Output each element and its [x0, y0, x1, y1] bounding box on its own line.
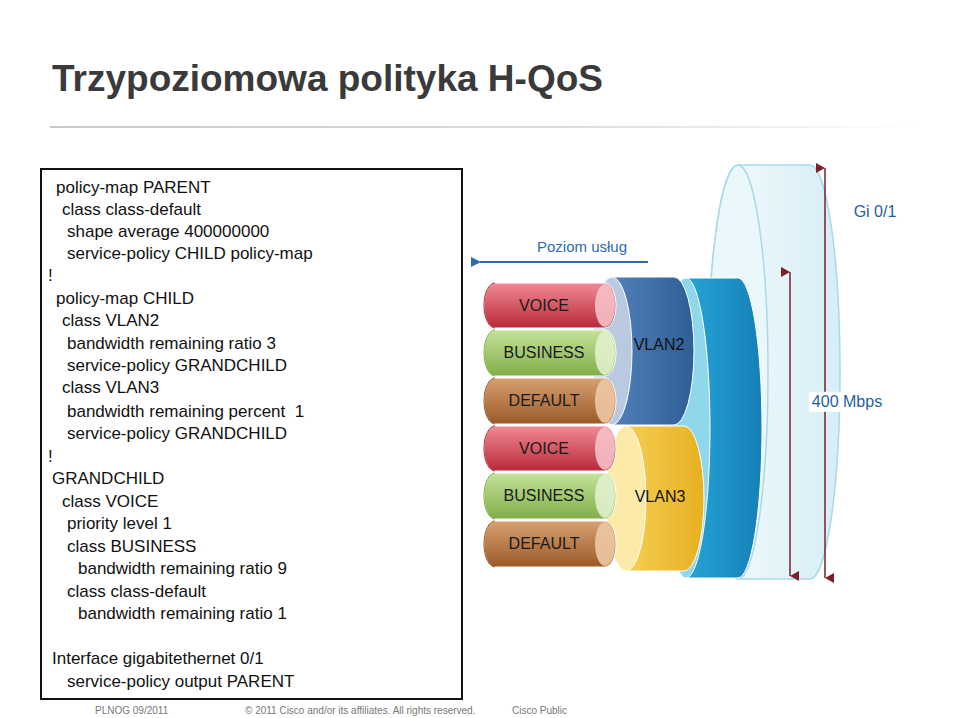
config-line: bandwidth remaining ratio 9 — [78, 559, 287, 579]
default-class-cylinder: DEFAULT — [484, 377, 616, 425]
voice-class-cylinder: VOICE — [484, 282, 616, 329]
title-underline — [50, 126, 920, 128]
class-name: BUSINESS — [504, 344, 585, 362]
config-line: GRANDCHILD — [52, 469, 164, 489]
bandwidth-dimension: 400 Mbps — [809, 392, 885, 412]
config-line: bandwidth remaining ratio 1 — [78, 604, 287, 624]
slide-title: Trzypoziomowa polityka H-QoS — [52, 58, 603, 101]
footer-classification: Cisco Public — [512, 705, 567, 717]
business-class-cylinder: BUSINESS — [484, 472, 616, 520]
config-line: policy-map CHILD — [56, 289, 194, 309]
service-level-label: Poziom usług — [537, 238, 627, 255]
class-name: DEFAULT — [509, 392, 580, 410]
business-class-cylinder: BUSINESS — [484, 329, 616, 377]
config-line: priority level 1 — [67, 514, 172, 534]
vlan-name: VLAN3 — [635, 488, 686, 506]
footer-copyright: © 2011 Cisco and/or its affiliates. All … — [245, 705, 475, 717]
config-line: policy-map PARENT — [56, 178, 211, 198]
vlan-cylinder: VLAN3 — [606, 425, 704, 572]
config-line: bandwidth remaining ratio 3 — [67, 334, 276, 354]
config-line: service-policy GRANDCHILD — [67, 356, 287, 376]
config-line: service-policy GRANDCHILD — [67, 424, 287, 444]
vlan-name: VLAN2 — [634, 336, 685, 354]
config-box: policy-map PARENTclass class-defaultshap… — [40, 168, 463, 700]
config-line: class class-default — [67, 582, 206, 602]
config-line: ! — [48, 447, 53, 467]
footer-event: PLNOG 09/2011 — [95, 705, 168, 717]
voice-class-cylinder: VOICE — [484, 425, 616, 472]
class-name: VOICE — [519, 439, 569, 457]
config-line: ! — [48, 266, 53, 286]
config-line: class VLAN2 — [62, 311, 159, 331]
config-line: bandwidth remaining percent 1 — [67, 402, 304, 422]
class-name: DEFAULT — [509, 535, 580, 553]
interface-name: Gi 0/1 — [854, 203, 897, 221]
config-line: service-policy output PARENT — [67, 672, 294, 692]
class-name: BUSINESS — [504, 487, 585, 505]
config-line: class BUSINESS — [67, 537, 196, 557]
default-class-cylinder: DEFAULT — [484, 520, 616, 568]
config-line: class VLAN3 — [62, 378, 159, 398]
config-line: shape average 400000000 — [67, 222, 269, 242]
config-line: class class-default — [62, 200, 201, 220]
service-level-arrow — [480, 261, 648, 263]
config-line: Interface gigabitethernet 0/1 — [52, 649, 264, 669]
class-name: VOICE — [519, 296, 569, 314]
config-line: service-policy CHILD policy-map — [67, 244, 313, 264]
config-line: class VOICE — [62, 492, 158, 512]
